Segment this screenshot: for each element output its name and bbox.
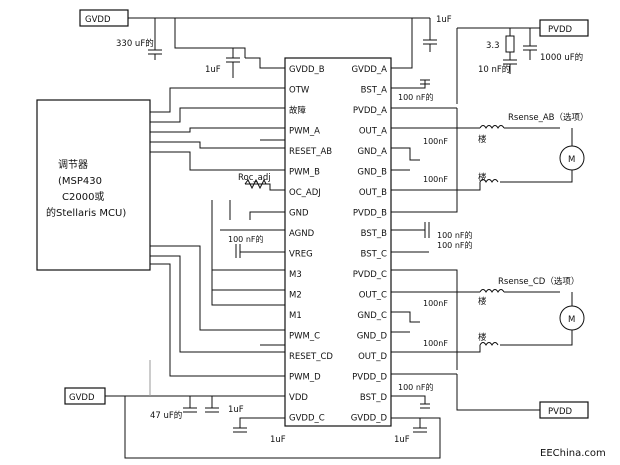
controller-line-4: 的Stellaris MCU) [46,206,126,219]
c1000-label: 1000 uF的 [540,52,583,63]
pvdd-bottom-label: PVDD [548,407,572,417]
r33-label: 3.3 [486,41,500,51]
ic-right-pin: GND_A [357,147,387,157]
ic-left-pin: OC_ADJ [289,188,321,198]
c10n-label: 10 nF的 [478,64,510,75]
rsense-cd-label: Rsense_CD（选项） [498,276,579,287]
controller-box [36,99,151,271]
watermark: EEChina.com [540,448,606,459]
ic-left-pin: M3 [289,270,302,280]
ic-left-pin: VREG [289,250,313,260]
ic-left-pin: GVDD_C [289,414,325,424]
controller-line-3: C2000或 [62,191,104,203]
c100n-vreg-label: 100 nF的 [228,234,263,244]
motor-ab-label: M [568,155,575,165]
controller-signal-wires [150,87,285,377]
c100n-a-label: 100 nF的 [398,92,433,102]
driver-ic-body [284,57,392,427]
ic-right-pin: BST_D [360,393,388,403]
ic-right-pin: GVDD_D [351,414,388,424]
gvdd-bottom-label: GVDD [69,393,95,403]
ic-left-pin: M2 [289,291,302,301]
rsense-ab-label: Rsense_AB（选项） [508,112,589,123]
c1u-vdd-label: 1uF [228,405,244,415]
ic-right-pin: GND_C [357,311,387,321]
coil-c-label: 楼 [478,296,487,307]
c1u-gc-label: 1uF [270,435,286,445]
ic-left-pin: OTW [289,86,310,96]
motor-cd-label: M [568,315,575,325]
ic-left-pin: GVDD_B [289,65,325,75]
ic-right-pin: OUT_D [358,352,387,362]
ic-right-pin: OUT_B [359,188,387,198]
ic-left-pin: AGND [289,229,315,239]
ic-right-pin: GND_D [357,332,388,342]
ic-left-pin: PWM_D [289,373,321,383]
controller-line-1: 调节器 [58,159,88,171]
ic-right-pin: PVDD_C [353,270,387,280]
ic-left-pin: PWM_A [289,127,320,137]
ic-right-pin: BST_B [361,229,388,239]
coil-d-label: 楼 [478,332,487,343]
ic-right-pin: PVDD_D [352,373,387,383]
ic-left-pin: GND [289,209,309,219]
c100n-d-label: 100 nF的 [398,382,433,392]
c100nf-b-label: 100nF [423,175,448,184]
controller-line-2: (MSP430 [58,176,102,187]
c47u-label: 47 uF的 [150,410,182,421]
ic-left-pin: M1 [289,311,302,321]
gvdd-top-label: GVDD [85,15,111,25]
c1u-top-label: 1uF [436,15,452,25]
ic-right-pin: PVDD_B [353,209,387,219]
c100nf-c-label: 100nF [423,299,448,308]
ic-left-pin: RESET_AB [289,147,332,157]
ic-left-pin: 故障 [289,105,307,116]
c330-label: 330 uF的 [116,38,154,49]
ic-right-pin: GVDD_A [351,65,387,75]
c1u-left-label: 1uF [205,65,221,75]
rocadj-label: Roc_adj [238,173,271,183]
ic-left-pin: RESET_CD [289,352,333,362]
c100nf-d-label: 100nF [423,339,448,348]
ic-left-pin: PWM_C [289,332,320,342]
ic-pins: GVDD_B OTW 故障 PWM_A RESET_AB PWM_B OC_ADJ GND AG… [289,65,387,424]
ic-left-pin: PWM_B [289,168,320,178]
ic-right-pin: BST_A [361,86,388,96]
ic-left-pin: VDD [289,393,308,403]
coil-a-label: 楼 [478,134,487,145]
pvdd-top-label: PVDD [548,25,572,35]
ic-right-pin: OUT_C [359,291,387,301]
ic-right-pin: BST_C [361,250,388,260]
c100nf-a-label: 100nF [423,137,448,146]
ic-right-pin: GND_B [357,168,387,178]
c100n-bst-c-label: 100 nF的 [437,240,472,250]
c100n-bst-b-label: 100 nF的 [437,230,472,240]
ic-right-pin: PVDD_A [353,106,387,116]
coil-b-label: 楼 [478,172,487,183]
c1u-gd-label: 1uF [394,435,410,445]
ic-right-pin: OUT_A [359,127,387,137]
